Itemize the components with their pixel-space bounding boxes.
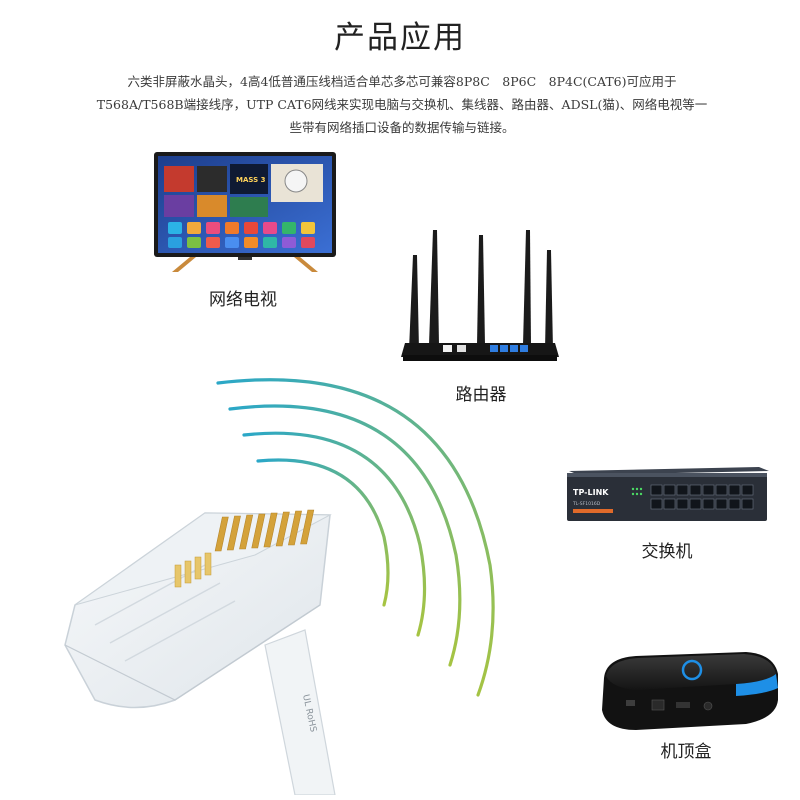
product-description: 六类非屏蔽水晶头，4高4低普通压线档适合单芯多芯可兼容8P8C 8P6C 8P4… bbox=[96, 74, 708, 135]
page-title: 产品应用 bbox=[334, 20, 466, 56]
router-label: 路由器 bbox=[455, 385, 507, 405]
network-tv-image: MASS 3 bbox=[150, 148, 340, 278]
switch-model-text: TL-SF1016D bbox=[572, 501, 601, 507]
tv-label: 网络电视 bbox=[209, 290, 277, 310]
router-image bbox=[395, 225, 565, 370]
set-top-box-label: 机顶盒 bbox=[660, 742, 712, 762]
switch-brand-text: TP-LINK bbox=[573, 488, 609, 497]
rj45-connector-image: UL RoHS bbox=[55, 495, 345, 795]
signal-waves-graphic bbox=[200, 365, 520, 705]
tv-screen-game-title: MASS 3 bbox=[236, 176, 266, 184]
switch-label: 交换机 bbox=[641, 542, 693, 562]
set-top-box-image bbox=[596, 648, 781, 734]
switch-image: TP-LINK TL-SF1016D bbox=[563, 463, 771, 525]
